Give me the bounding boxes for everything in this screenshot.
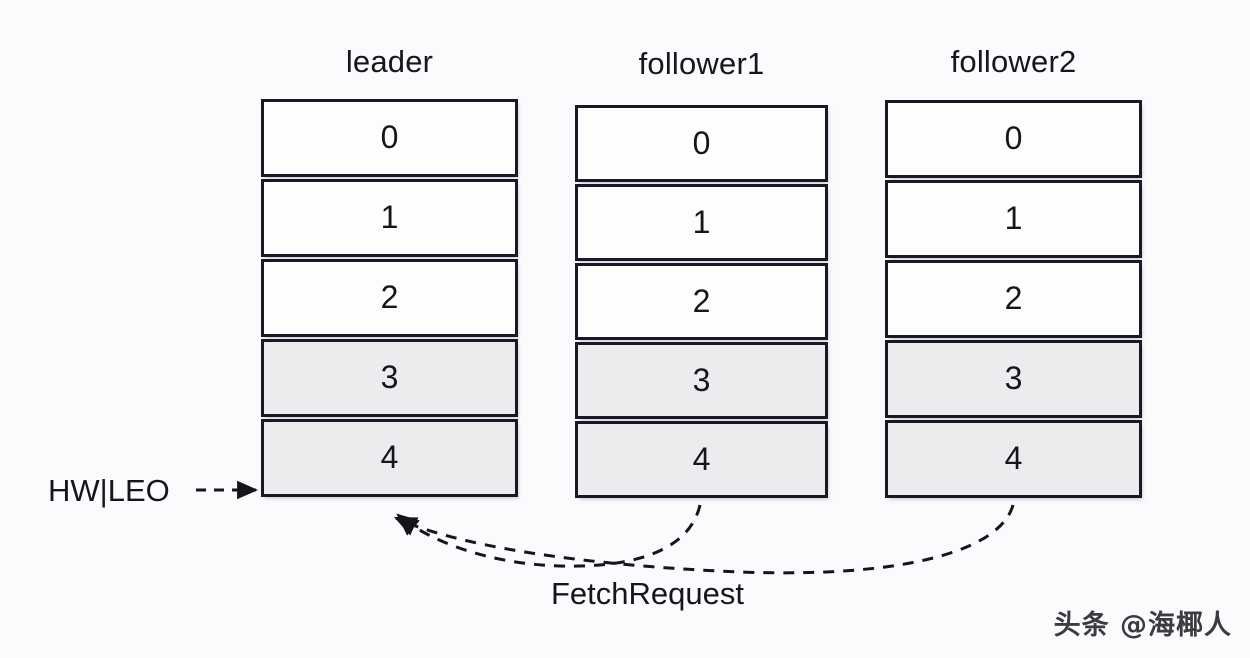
log-offset-value: 0: [380, 119, 399, 155]
log-offset-value: 0: [1004, 120, 1023, 156]
log-offset-value: 1: [1004, 200, 1023, 236]
fetch-request-arrow-follower2: [393, 504, 1015, 575]
log-cell[interactable]: 3: [575, 342, 828, 419]
log-cell[interactable]: 0: [885, 100, 1142, 178]
fetch-request-label: FetchRequest: [551, 576, 744, 611]
log-offset-value: 4: [1004, 440, 1023, 476]
log-cell[interactable]: 2: [575, 263, 828, 340]
log-cell[interactable]: 3: [885, 340, 1142, 418]
log-cell[interactable]: 0: [261, 99, 518, 177]
replica-title-leader: leader: [345, 44, 434, 79]
log-cell[interactable]: 4: [575, 421, 828, 498]
log-cell[interactable]: 0: [575, 105, 828, 182]
log-cell[interactable]: 4: [261, 419, 518, 497]
log-cell[interactable]: 1: [575, 184, 828, 261]
replica-title-follower2: follower2: [950, 44, 1077, 79]
log-cell[interactable]: 2: [885, 260, 1142, 338]
log-stack-follower2: 0 1 2 3 4: [885, 100, 1142, 498]
replica-title-follower1: follower1: [638, 46, 765, 81]
log-offset-value: 3: [1004, 360, 1023, 396]
log-offset-value: 0: [692, 124, 711, 161]
log-cell[interactable]: 1: [885, 180, 1142, 258]
log-cell[interactable]: 4: [885, 420, 1142, 498]
watermark: 头条 @海椰人: [1053, 610, 1232, 641]
fetch-request-arrow-follower1: [396, 504, 702, 568]
log-offset-value: 2: [380, 279, 399, 315]
log-offset-value: 1: [692, 203, 711, 240]
log-offset-value: 2: [692, 282, 711, 319]
log-offset-value: 2: [1004, 280, 1023, 316]
log-cell[interactable]: 2: [261, 259, 518, 337]
log-offset-value: 4: [380, 439, 399, 475]
log-cell[interactable]: 3: [261, 339, 518, 417]
hw-leo-label: HW|LEO: [48, 473, 170, 508]
log-offset-value: 4: [692, 440, 711, 477]
log-offset-value: 1: [380, 199, 399, 235]
log-stack-leader: 0 1 2 3 4: [261, 99, 518, 497]
log-stack-follower1: 0 1 2 3 4: [575, 105, 828, 498]
log-offset-value: 3: [380, 359, 399, 395]
log-offset-value: 3: [692, 361, 711, 398]
log-cell[interactable]: 1: [261, 179, 518, 257]
